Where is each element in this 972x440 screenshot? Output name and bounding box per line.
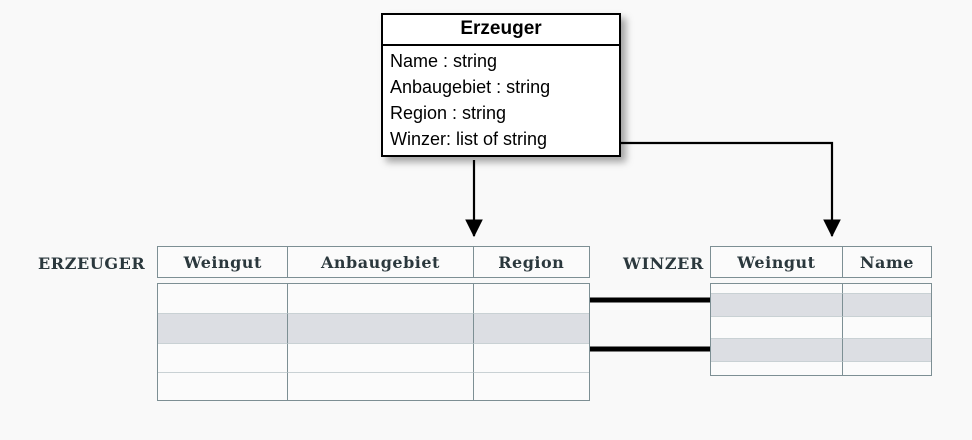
column-header-weingut: Weingut (711, 247, 843, 277)
arrow-winzer-attr-to-winzer-table (604, 141, 841, 238)
uml-class-name: Erzeuger (383, 15, 619, 46)
table-header-winzer: Weingut Name (710, 246, 932, 278)
table-cell (473, 314, 589, 344)
table-cell (288, 314, 474, 344)
table-cell (711, 294, 843, 317)
table-cell (473, 344, 589, 373)
table-cell (158, 373, 289, 400)
table-cell (158, 284, 289, 314)
column-header-anbaugebiet: Anbaugebiet (288, 247, 474, 277)
table-row[interactable] (158, 373, 589, 400)
table-cell (288, 284, 474, 314)
column-header-name: Name (859, 252, 914, 272)
table-cell (842, 339, 931, 362)
uml-attribute: Region : string (390, 103, 507, 124)
table-label-erzeuger: ERZEUGER (38, 254, 146, 273)
table-cell (158, 344, 289, 373)
table-cell (842, 284, 931, 294)
table-row[interactable] (711, 362, 931, 375)
table-cell (711, 339, 843, 362)
table-cell (711, 284, 843, 294)
table-cell (288, 373, 474, 400)
table-header-erzeuger: Weingut Anbaugebiet Region (157, 246, 590, 278)
table-row[interactable] (158, 314, 589, 344)
table-row[interactable] (158, 284, 589, 314)
table-row[interactable] (711, 284, 931, 294)
table-body-winzer (710, 283, 932, 376)
table-row[interactable] (158, 344, 589, 373)
table-body-erzeuger (157, 283, 590, 401)
uml-attribute: Anbaugebiet : string (390, 76, 551, 97)
table-row[interactable] (711, 294, 931, 317)
column-header-weingut: Weingut (158, 247, 289, 277)
table-cell (158, 314, 289, 344)
table-cell (473, 284, 589, 314)
table-cell (843, 362, 931, 375)
table-cell (711, 362, 843, 375)
uml-class-box: Erzeuger Name : string Anbaugebiet : str… (381, 13, 621, 158)
table-cell (288, 344, 474, 373)
table-label-winzer: WINZER (623, 254, 704, 273)
uml-attribute-list: Name : string Anbaugebiet : string Regio… (383, 46, 619, 155)
uml-attribute: Winzer: list of string (390, 129, 548, 150)
table-cell (842, 317, 931, 339)
table-cell (474, 373, 589, 400)
table-row[interactable] (711, 339, 931, 362)
table-cell (842, 294, 931, 317)
table-row[interactable] (711, 317, 931, 339)
column-header-region: Region (498, 252, 565, 272)
uml-attribute: Name : string (390, 50, 498, 71)
table-cell (711, 317, 843, 339)
